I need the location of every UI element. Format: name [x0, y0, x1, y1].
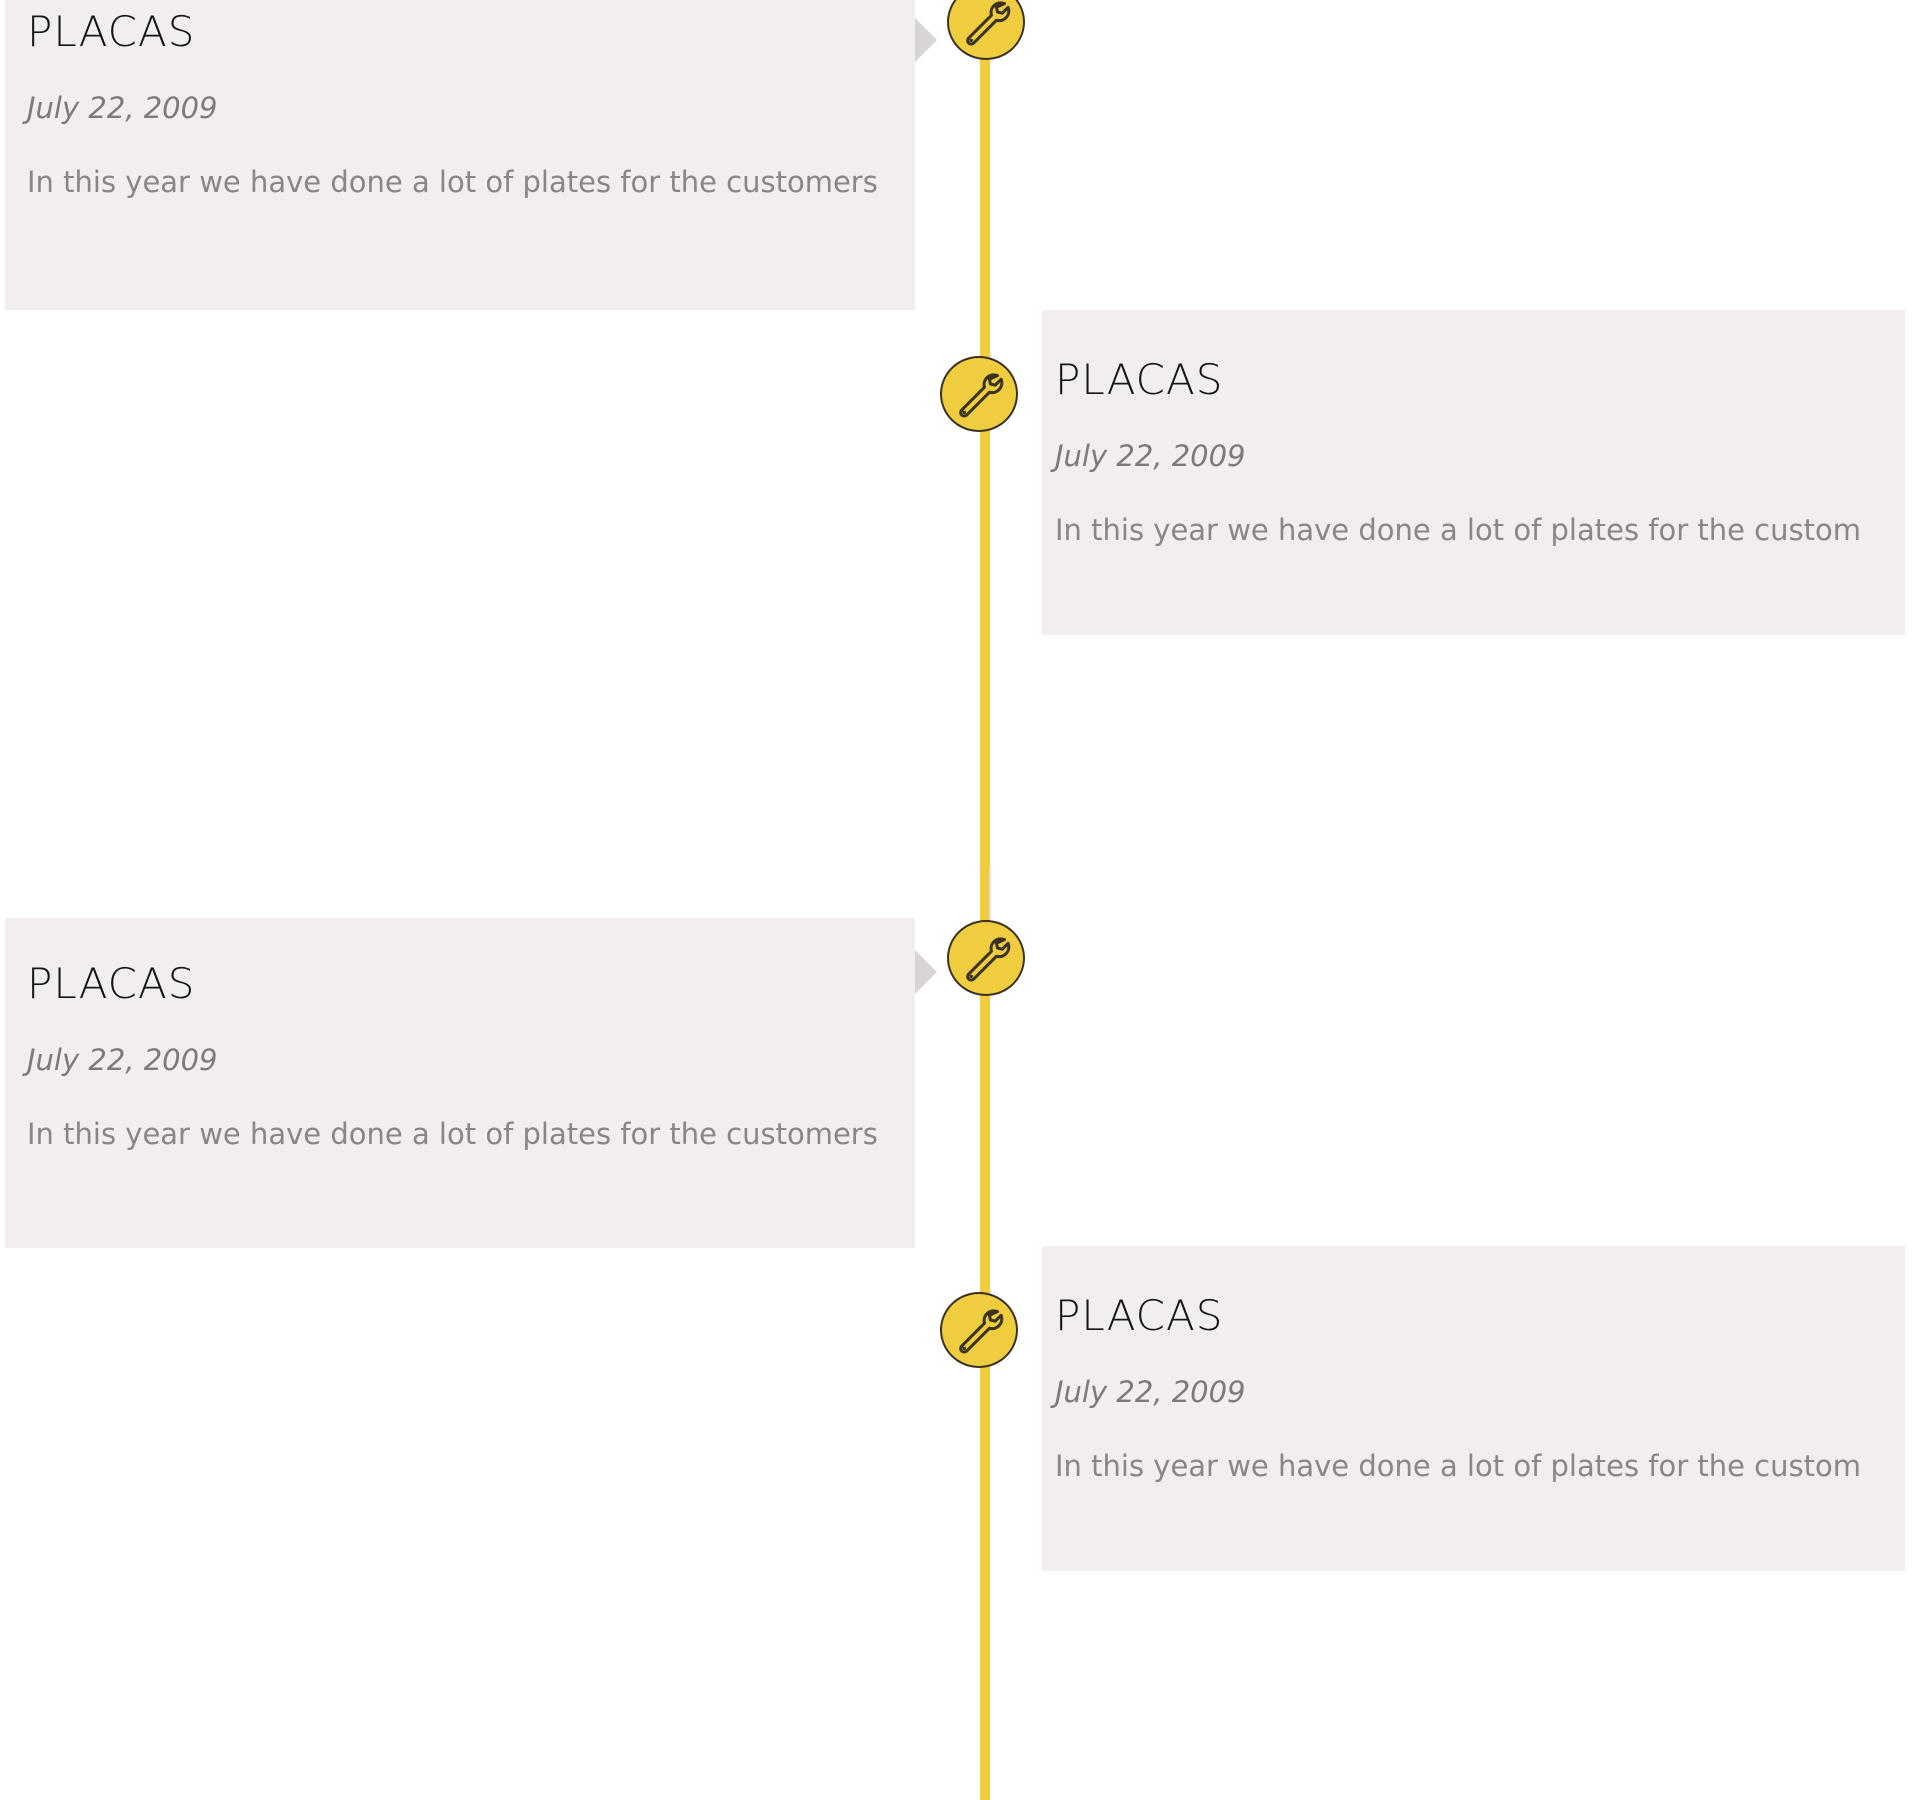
card-text: In this year we have done a lot of plate… [27, 1117, 878, 1151]
wrench-icon [947, 920, 1025, 996]
timeline-card-1: PLACAS July 22, 2009 In this year we hav… [5, 0, 937, 310]
timeline-card-4: PLACAS July 22, 2009 In this year we hav… [1042, 1246, 1905, 1571]
wrench-glyph [959, 373, 1004, 418]
card-title: PLACAS [27, 959, 196, 1008]
card-text: In this year we have done a lot of plate… [1055, 513, 1861, 547]
timeline-card-2: PLACAS July 22, 2009 In this year we hav… [1042, 310, 1905, 635]
wrench-icon [947, 0, 1025, 60]
card-date: July 22, 2009 [1055, 1375, 1246, 1409]
card-date: July 22, 2009 [27, 1043, 218, 1077]
wrench-icon [940, 1292, 1018, 1368]
card-pointer [915, 18, 937, 62]
timeline-divider [989, 870, 991, 920]
timeline-line [980, 0, 990, 1800]
wrench-icon [940, 356, 1018, 432]
card-title: PLACAS [27, 7, 196, 56]
wrench-glyph [966, 1, 1011, 46]
card-text: In this year we have done a lot of plate… [27, 165, 878, 199]
wrench-glyph [959, 1309, 1004, 1354]
card-title: PLACAS [1055, 355, 1224, 404]
card-title: PLACAS [1055, 1291, 1224, 1340]
card-text: In this year we have done a lot of plate… [1055, 1449, 1861, 1483]
card-date: July 22, 2009 [27, 91, 218, 125]
timeline-card-3: PLACAS July 22, 2009 In this year we hav… [5, 918, 937, 1248]
card-date: July 22, 2009 [1055, 439, 1246, 473]
card-pointer [915, 950, 937, 994]
wrench-glyph [966, 937, 1011, 982]
